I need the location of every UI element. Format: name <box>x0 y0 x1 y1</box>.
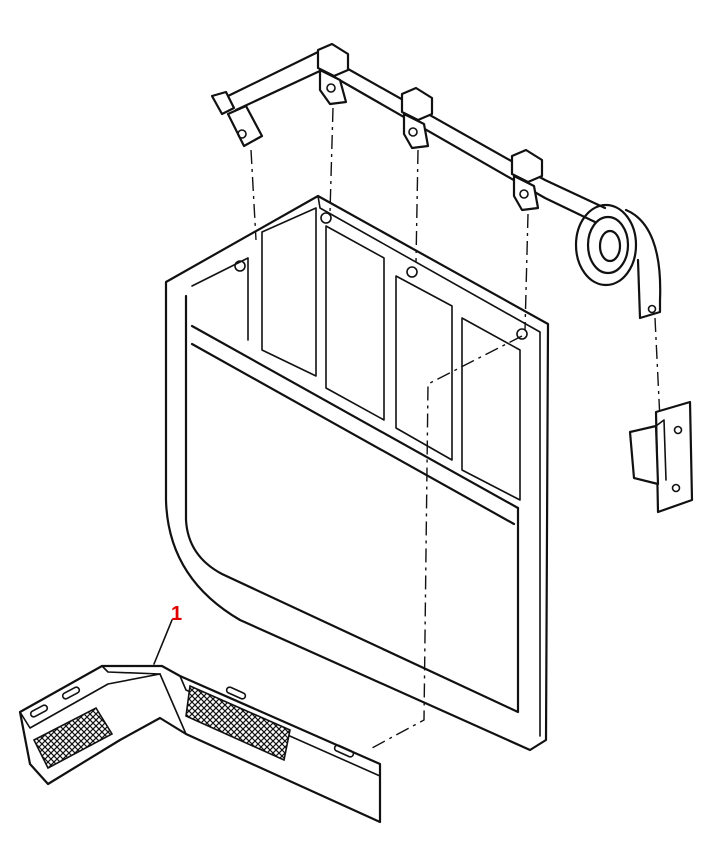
wall-bracket <box>628 400 694 514</box>
alignment-lines <box>250 107 661 749</box>
reflector-right <box>185 684 291 762</box>
mud-flap <box>164 194 550 752</box>
callout-label: 1 <box>171 603 182 625</box>
callout-1: 1 <box>153 603 182 665</box>
reflector-left <box>32 706 114 770</box>
reflector-bracket <box>18 664 382 824</box>
mounting-rod <box>210 42 662 320</box>
